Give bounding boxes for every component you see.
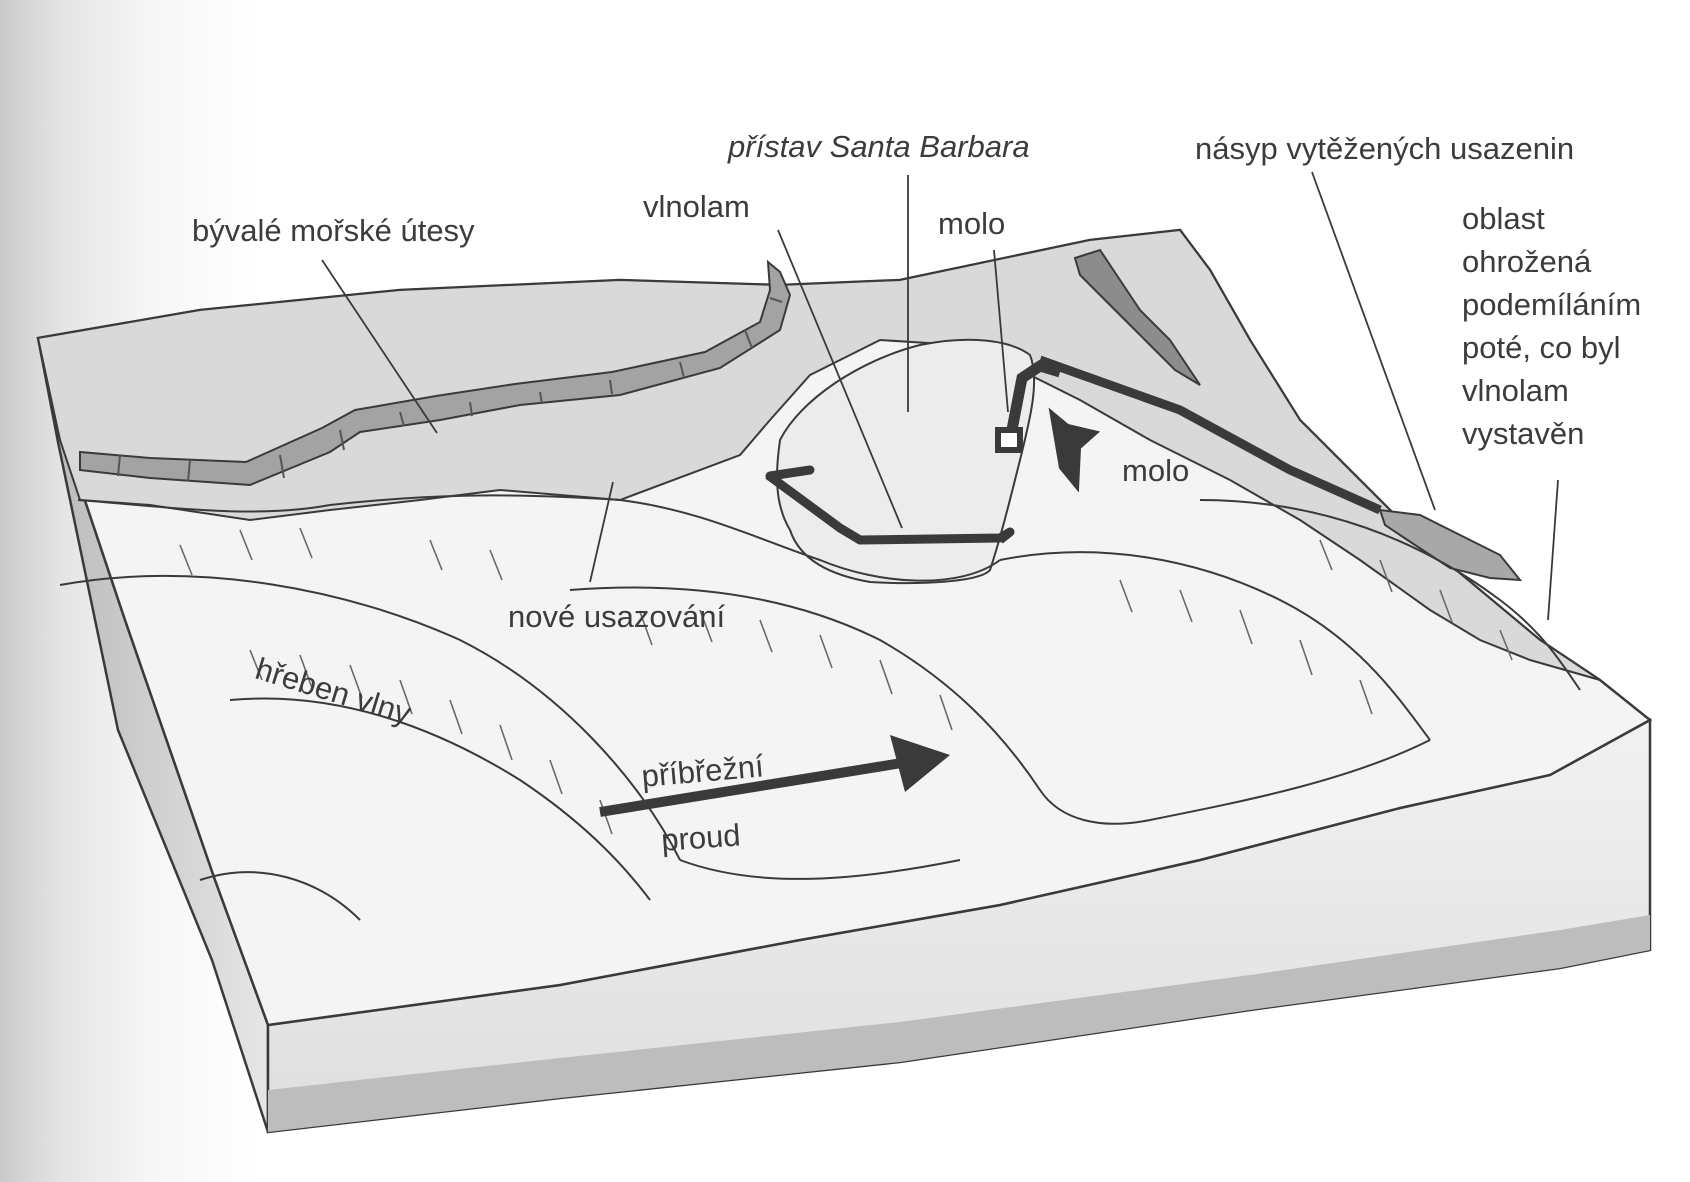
label-erosion-zone: oblast ohrožená podemíláním poté, co byl… (1462, 197, 1641, 455)
label-pier-right: molo (1122, 452, 1189, 489)
label-breakwater: vlnolam (643, 188, 750, 225)
label-current-bottom: proud (660, 816, 742, 859)
label-former-cliffs: bývalé mořské útesy (192, 212, 475, 249)
leader-erosion (1548, 480, 1558, 620)
label-new-deposition: nové usazování (508, 598, 725, 635)
label-pier-top: molo (938, 205, 1005, 242)
breakwater-arm (770, 470, 810, 476)
pier-top-end (998, 430, 1020, 450)
label-harbor: přístav Santa Barbara (728, 128, 1030, 165)
label-dredge-fill: násyp vytěžených usazenin (1195, 130, 1574, 167)
